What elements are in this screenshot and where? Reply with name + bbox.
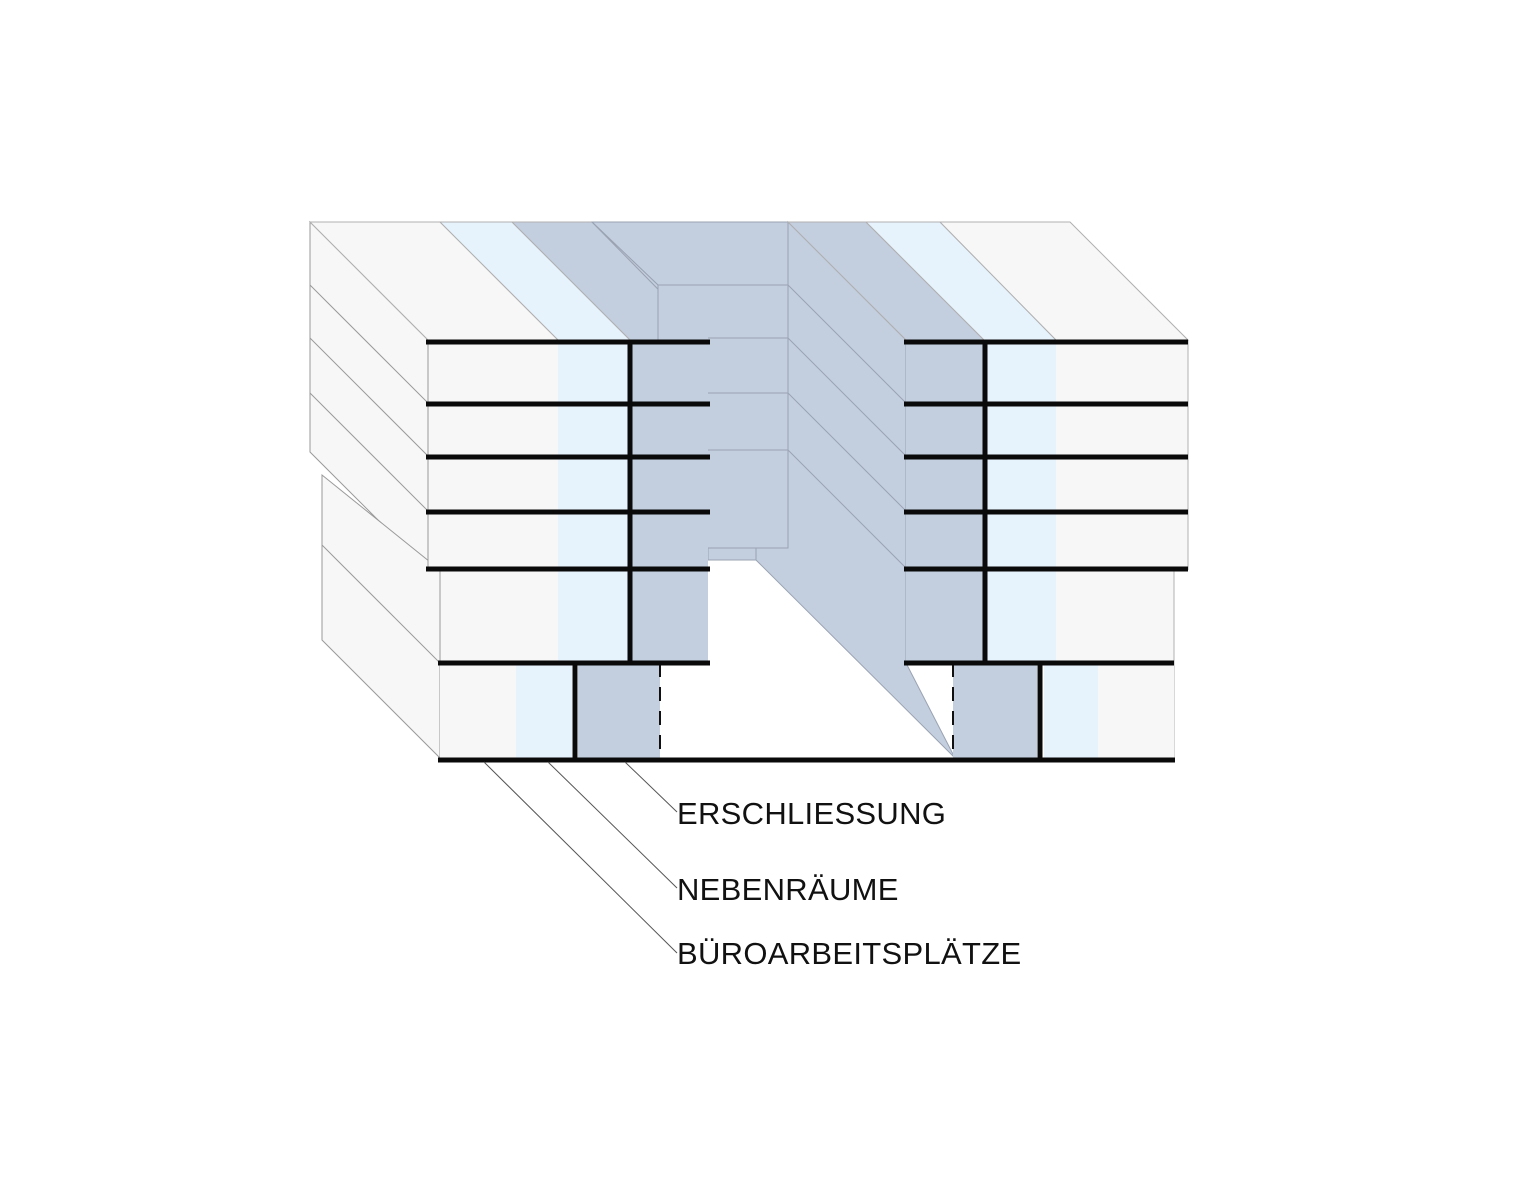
left-circulation-zone (630, 340, 708, 663)
left-ground-floor (440, 663, 661, 758)
label-bueroarbeitsplaetze: BÜROARBEITSPLÄTZE (677, 936, 1022, 971)
right-wing-roof (786, 221, 1190, 341)
right-circulation-zone (906, 340, 984, 663)
left-ground-circulation-zone (578, 663, 660, 758)
right-office-zone-lower (1056, 570, 1174, 663)
right-ground-ancillary-zone (1044, 663, 1098, 758)
leader-nebenraeume (547, 761, 678, 889)
leader-erschliessung (624, 761, 678, 813)
label-nebenraeume: NEBENRÄUME (677, 872, 899, 907)
right-ground-circulation-zone (953, 663, 1037, 758)
leader-lines (483, 761, 678, 954)
right-ground-floor (952, 663, 1174, 758)
right-ancillary-zone (984, 340, 1056, 663)
right-ground-office-zone (1098, 663, 1174, 758)
left-office-zone-lower (440, 570, 558, 663)
leader-bueroarbeitsplaetze (483, 761, 678, 954)
partition-walls (572, 340, 1043, 760)
floor-slabs (426, 339, 1188, 763)
left-wing-front (427, 340, 708, 758)
left-ground-ancillary-zone (516, 663, 572, 758)
left-ground-office-zone (440, 663, 516, 758)
label-erschliessung: ERSCHLIESSUNG (677, 796, 947, 831)
left-ancillary-zone (558, 340, 630, 663)
